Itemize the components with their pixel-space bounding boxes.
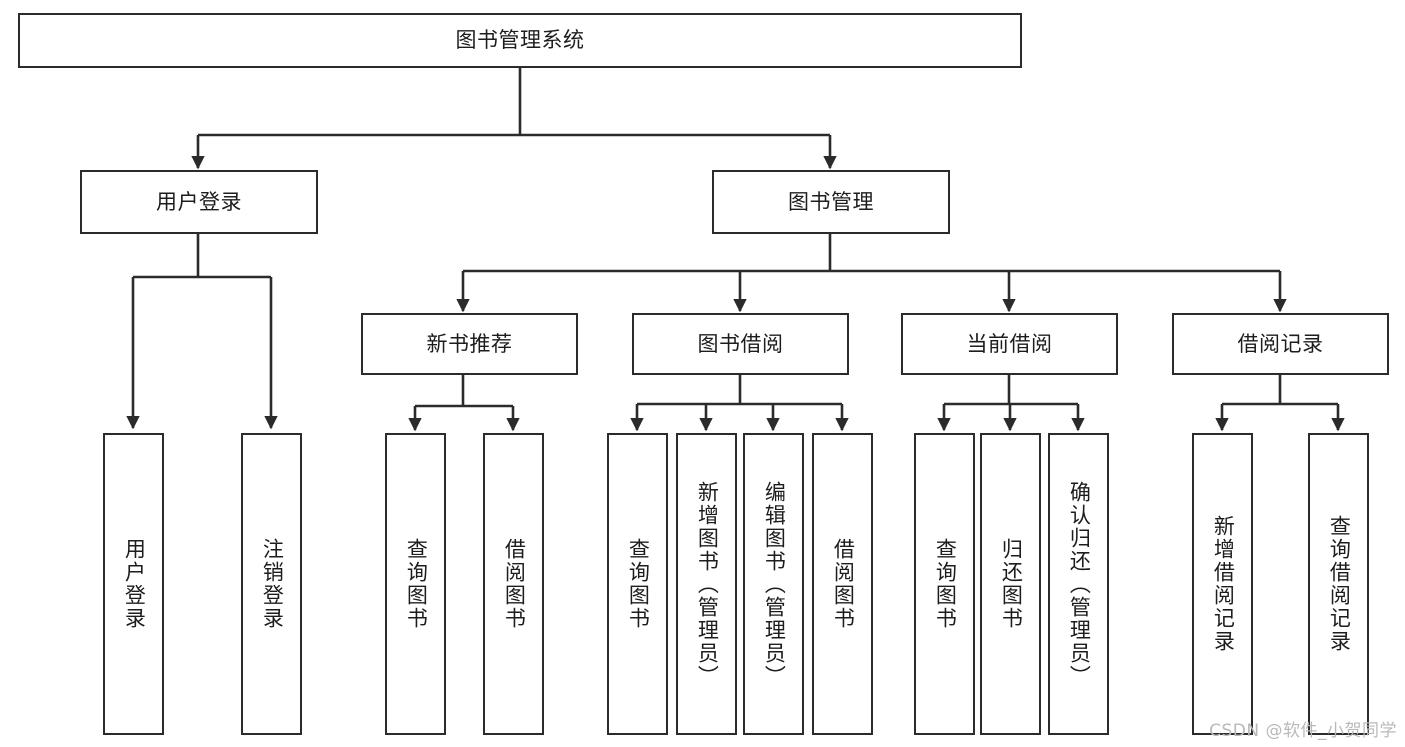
leaf-borrow-book-1-label: 借阅图书 — [502, 538, 527, 630]
leaf-query-book-1-label: 查询图书 — [404, 538, 429, 630]
leaf-edit-book[interactable]: 编辑图书（管理员） — [743, 433, 804, 735]
leaf-return-book[interactable]: 归还图书 — [980, 433, 1041, 735]
node-book-manage[interactable]: 图书管理 — [712, 170, 950, 234]
node-new-book-recommend[interactable]: 新书推荐 — [361, 313, 578, 375]
leaf-query-record-label: 查询借阅记录 — [1327, 515, 1352, 653]
leaf-logout[interactable]: 注销登录 — [241, 433, 302, 735]
node-root[interactable]: 图书管理系统 — [18, 13, 1022, 68]
node-borrow-record-label: 借阅记录 — [1237, 331, 1324, 356]
leaf-add-book[interactable]: 新增图书（管理员） — [676, 433, 737, 735]
leaf-add-record[interactable]: 新增借阅记录 — [1192, 433, 1253, 735]
csdn-watermark: CSDN @软件_小贺同学 — [1209, 721, 1397, 741]
leaf-user-login[interactable]: 用户登录 — [103, 433, 164, 735]
leaf-query-book-1[interactable]: 查询图书 — [385, 433, 446, 735]
leaf-query-record[interactable]: 查询借阅记录 — [1308, 433, 1369, 735]
node-book-borrow[interactable]: 图书借阅 — [632, 313, 849, 375]
node-current-borrow[interactable]: 当前借阅 — [901, 313, 1118, 375]
leaf-borrow-book-2-label: 借阅图书 — [831, 538, 856, 630]
leaf-borrow-book-1[interactable]: 借阅图书 — [483, 433, 544, 735]
node-user-login[interactable]: 用户登录 — [80, 170, 318, 234]
leaf-query-book-2-label: 查询图书 — [626, 538, 651, 630]
leaf-query-book-2[interactable]: 查询图书 — [607, 433, 668, 735]
leaf-user-login-label: 用户登录 — [122, 538, 147, 630]
leaf-return-book-label: 归还图书 — [999, 538, 1024, 630]
node-borrow-record[interactable]: 借阅记录 — [1172, 313, 1389, 375]
node-current-borrow-label: 当前借阅 — [966, 331, 1053, 356]
leaf-confirm-return[interactable]: 确认归还（管理员） — [1048, 433, 1109, 735]
leaf-edit-book-label: 编辑图书（管理员） — [762, 480, 787, 688]
leaf-add-book-label: 新增图书（管理员） — [695, 480, 720, 688]
node-book-borrow-label: 图书借阅 — [697, 331, 784, 356]
leaf-query-book-3[interactable]: 查询图书 — [914, 433, 975, 735]
node-user-login-label: 用户登录 — [156, 189, 242, 214]
leaf-borrow-book-2[interactable]: 借阅图书 — [812, 433, 873, 735]
node-new-book-recommend-label: 新书推荐 — [426, 331, 513, 356]
leaf-add-record-label: 新增借阅记录 — [1211, 515, 1236, 653]
leaf-confirm-return-label: 确认归还（管理员） — [1067, 480, 1092, 688]
node-book-manage-label: 图书管理 — [788, 189, 874, 214]
leaf-query-book-3-label: 查询图书 — [933, 538, 958, 630]
leaf-logout-label: 注销登录 — [260, 538, 285, 630]
node-root-label: 图书管理系统 — [455, 28, 585, 53]
